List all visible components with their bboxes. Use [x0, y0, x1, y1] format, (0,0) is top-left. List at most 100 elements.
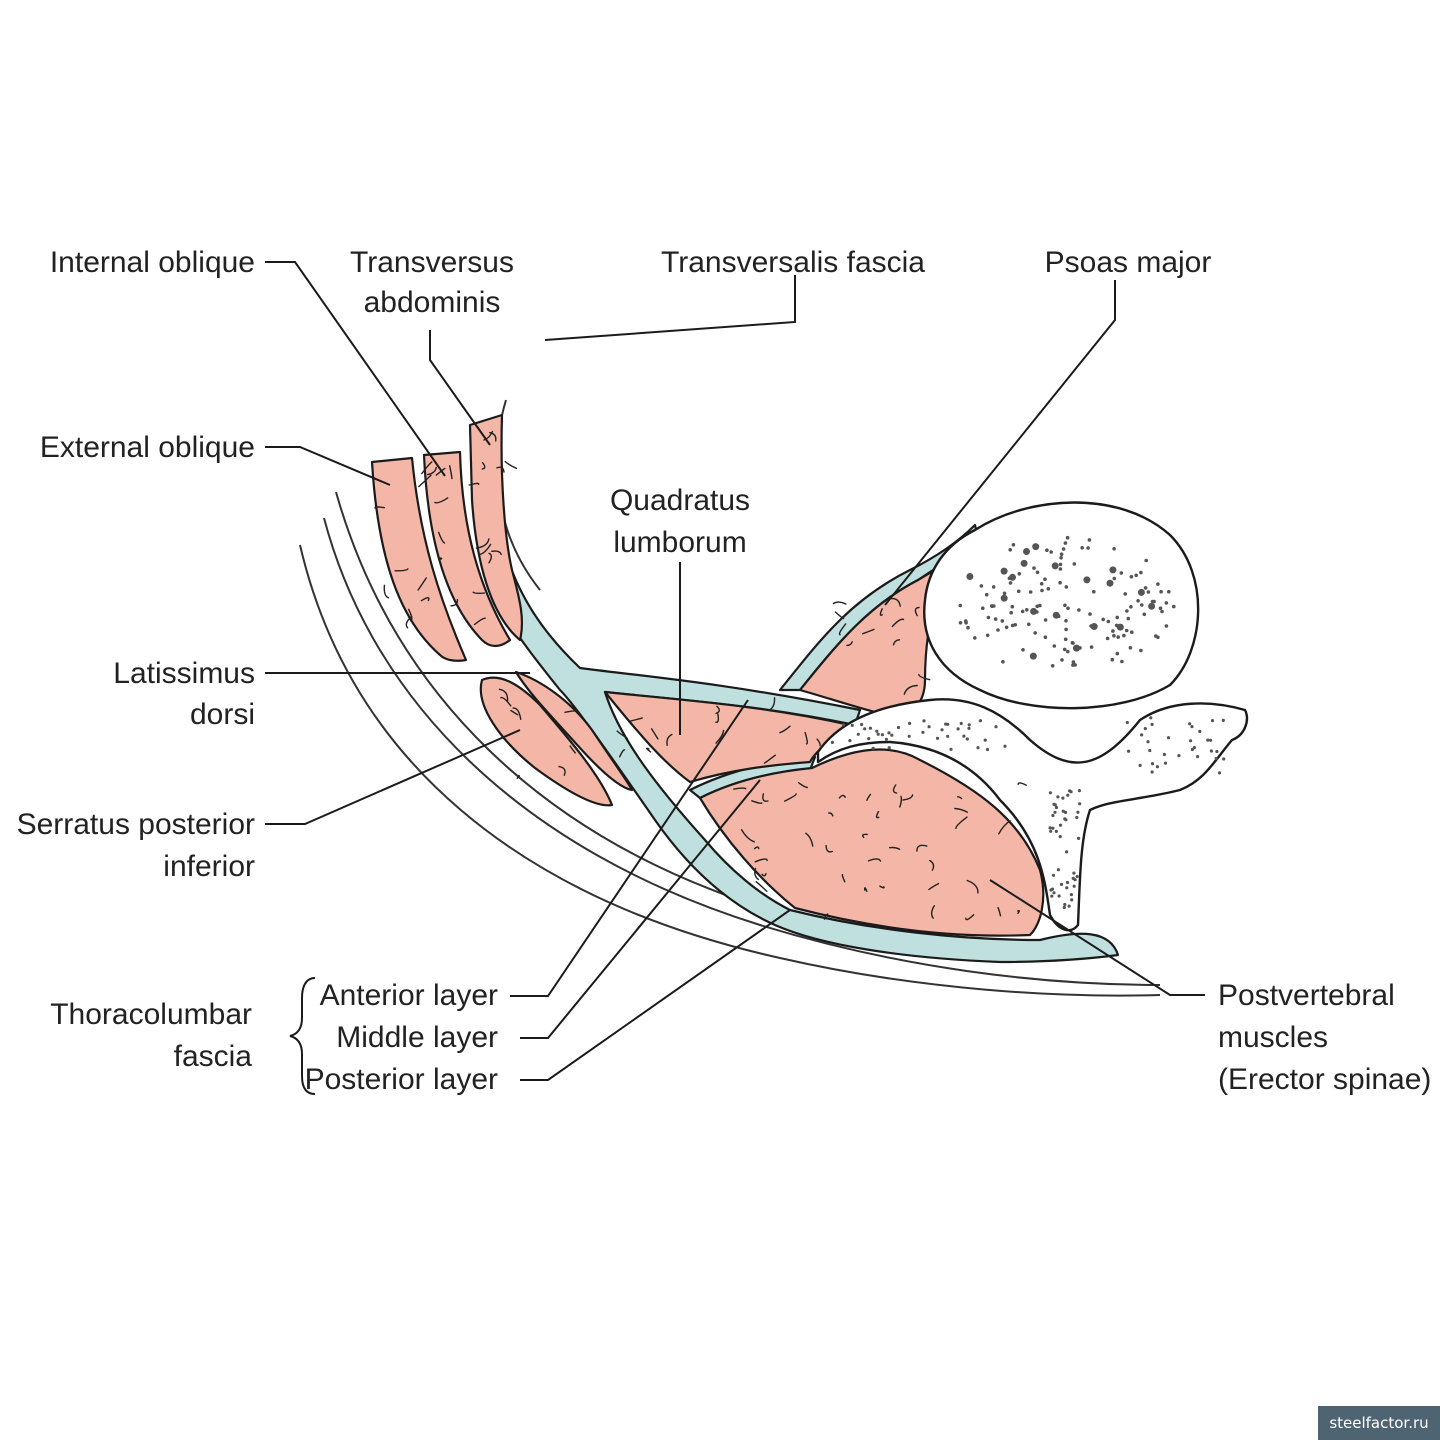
bone-dot [1049, 550, 1053, 554]
label-posterior-layer: Posterior layer [305, 1063, 498, 1096]
bone-dot [1120, 659, 1124, 664]
bone-dot [1126, 616, 1131, 621]
bone-dot [1061, 796, 1065, 800]
muscle-fiber [997, 906, 1002, 917]
bone-dot [958, 603, 963, 608]
bone-dot [1189, 739, 1193, 743]
bone-dot [1035, 610, 1039, 614]
bone-dot [1129, 605, 1133, 609]
bone-dot [1139, 648, 1143, 653]
bone-dot [1128, 646, 1133, 650]
bone-dot [1056, 795, 1060, 799]
bone-dot [1209, 738, 1213, 742]
muscle-fiber [838, 623, 847, 636]
bone-dot [1066, 649, 1070, 654]
bone-dot [1166, 736, 1171, 740]
bone-dot [1148, 748, 1152, 753]
bone-dot [1069, 893, 1073, 897]
muscle-fiber [616, 730, 628, 739]
bone-dot [1049, 888, 1053, 892]
muscle-fiber [866, 793, 872, 801]
muscle-fiber [740, 829, 755, 843]
bone-dot [1008, 548, 1012, 552]
muscle-fiber [435, 467, 446, 476]
label-psoas-major: Psoas major [1045, 246, 1212, 279]
bone-dot [1140, 733, 1144, 737]
muscle-fiber [498, 688, 509, 702]
bone-dot [1217, 771, 1222, 775]
bone-dot [993, 617, 998, 621]
bone-dot [1150, 770, 1154, 774]
bone-dot [1004, 625, 1009, 630]
muscle-fiber [902, 794, 914, 801]
vertebral-body [923, 501, 1200, 710]
bone-dot [1143, 586, 1148, 590]
muscle-fiber [863, 887, 868, 893]
muscle-fiber [438, 531, 446, 544]
muscle-fiber [888, 846, 901, 850]
bone-dot [1017, 572, 1022, 576]
bone-dot [1009, 573, 1016, 581]
muscle-fiber [512, 707, 522, 720]
bone-dot [956, 727, 960, 731]
thoracolumbar-brace [289, 977, 316, 1095]
muscle-fiber [899, 795, 903, 808]
muscle-fiber [779, 725, 791, 734]
bone-dot [887, 746, 891, 750]
bone-dot [1057, 894, 1061, 898]
bone-dot [887, 731, 891, 735]
label-middle-layer: Middle layer [336, 1021, 498, 1054]
bone-dot [1049, 829, 1053, 833]
bone-dot [1164, 601, 1169, 605]
muscle-fiber [841, 874, 846, 883]
bone-dot [1058, 823, 1063, 827]
bone-dot [1110, 657, 1115, 662]
bone-dot [1020, 609, 1025, 614]
muscle-fiber [405, 616, 413, 629]
muscle-fiber [394, 568, 409, 572]
bone-dot [1054, 829, 1058, 834]
bone-dot [921, 730, 925, 734]
muscle-fiber [761, 873, 767, 877]
muscle-fiber [804, 731, 808, 745]
bone-dot [1062, 905, 1066, 910]
bone-dot [1123, 592, 1127, 596]
bone-dot [1089, 624, 1093, 628]
bone-dot [1051, 562, 1059, 570]
bone-dot [1112, 547, 1116, 551]
bone-dot [1149, 716, 1153, 720]
bone-dot [1196, 755, 1200, 759]
bone-dot [1112, 633, 1116, 638]
bone-dot [1088, 612, 1092, 616]
muscle-fiber [420, 597, 430, 602]
bone-dot [1054, 805, 1059, 810]
watermark: steelfactor.ru [1318, 1406, 1440, 1440]
muscle-fiber [928, 882, 940, 891]
leader-external-oblique [265, 446, 391, 486]
label-transversalis-fascia: Transversalis fascia [661, 246, 925, 279]
bone-dot [949, 747, 953, 751]
bone-dot [1043, 618, 1048, 622]
bone-dot [1063, 810, 1068, 815]
bone-dot [863, 727, 867, 731]
label-quadratus-1: Quadratus [610, 484, 750, 517]
bone-dot [875, 729, 879, 733]
muscle-fiber [491, 550, 502, 556]
muscle-fiber [481, 462, 486, 470]
bone-dot [1050, 664, 1055, 668]
muscle-fiber [504, 460, 518, 470]
bone-dot [1206, 738, 1210, 742]
muscle-fiber [861, 833, 868, 839]
bone-dot [985, 633, 990, 638]
bone-dot [1190, 725, 1194, 729]
muscle-fiber [650, 728, 659, 740]
bone-dot [1143, 727, 1147, 731]
bone-dot [1109, 566, 1117, 574]
bone-dot [1075, 874, 1079, 879]
muscle-fiber [500, 696, 512, 707]
bone-dot [1146, 740, 1150, 744]
muscle-fiber [966, 879, 979, 894]
bone-dot [1138, 763, 1142, 768]
bone-dot [1060, 658, 1064, 662]
bone-dot [1119, 571, 1124, 575]
